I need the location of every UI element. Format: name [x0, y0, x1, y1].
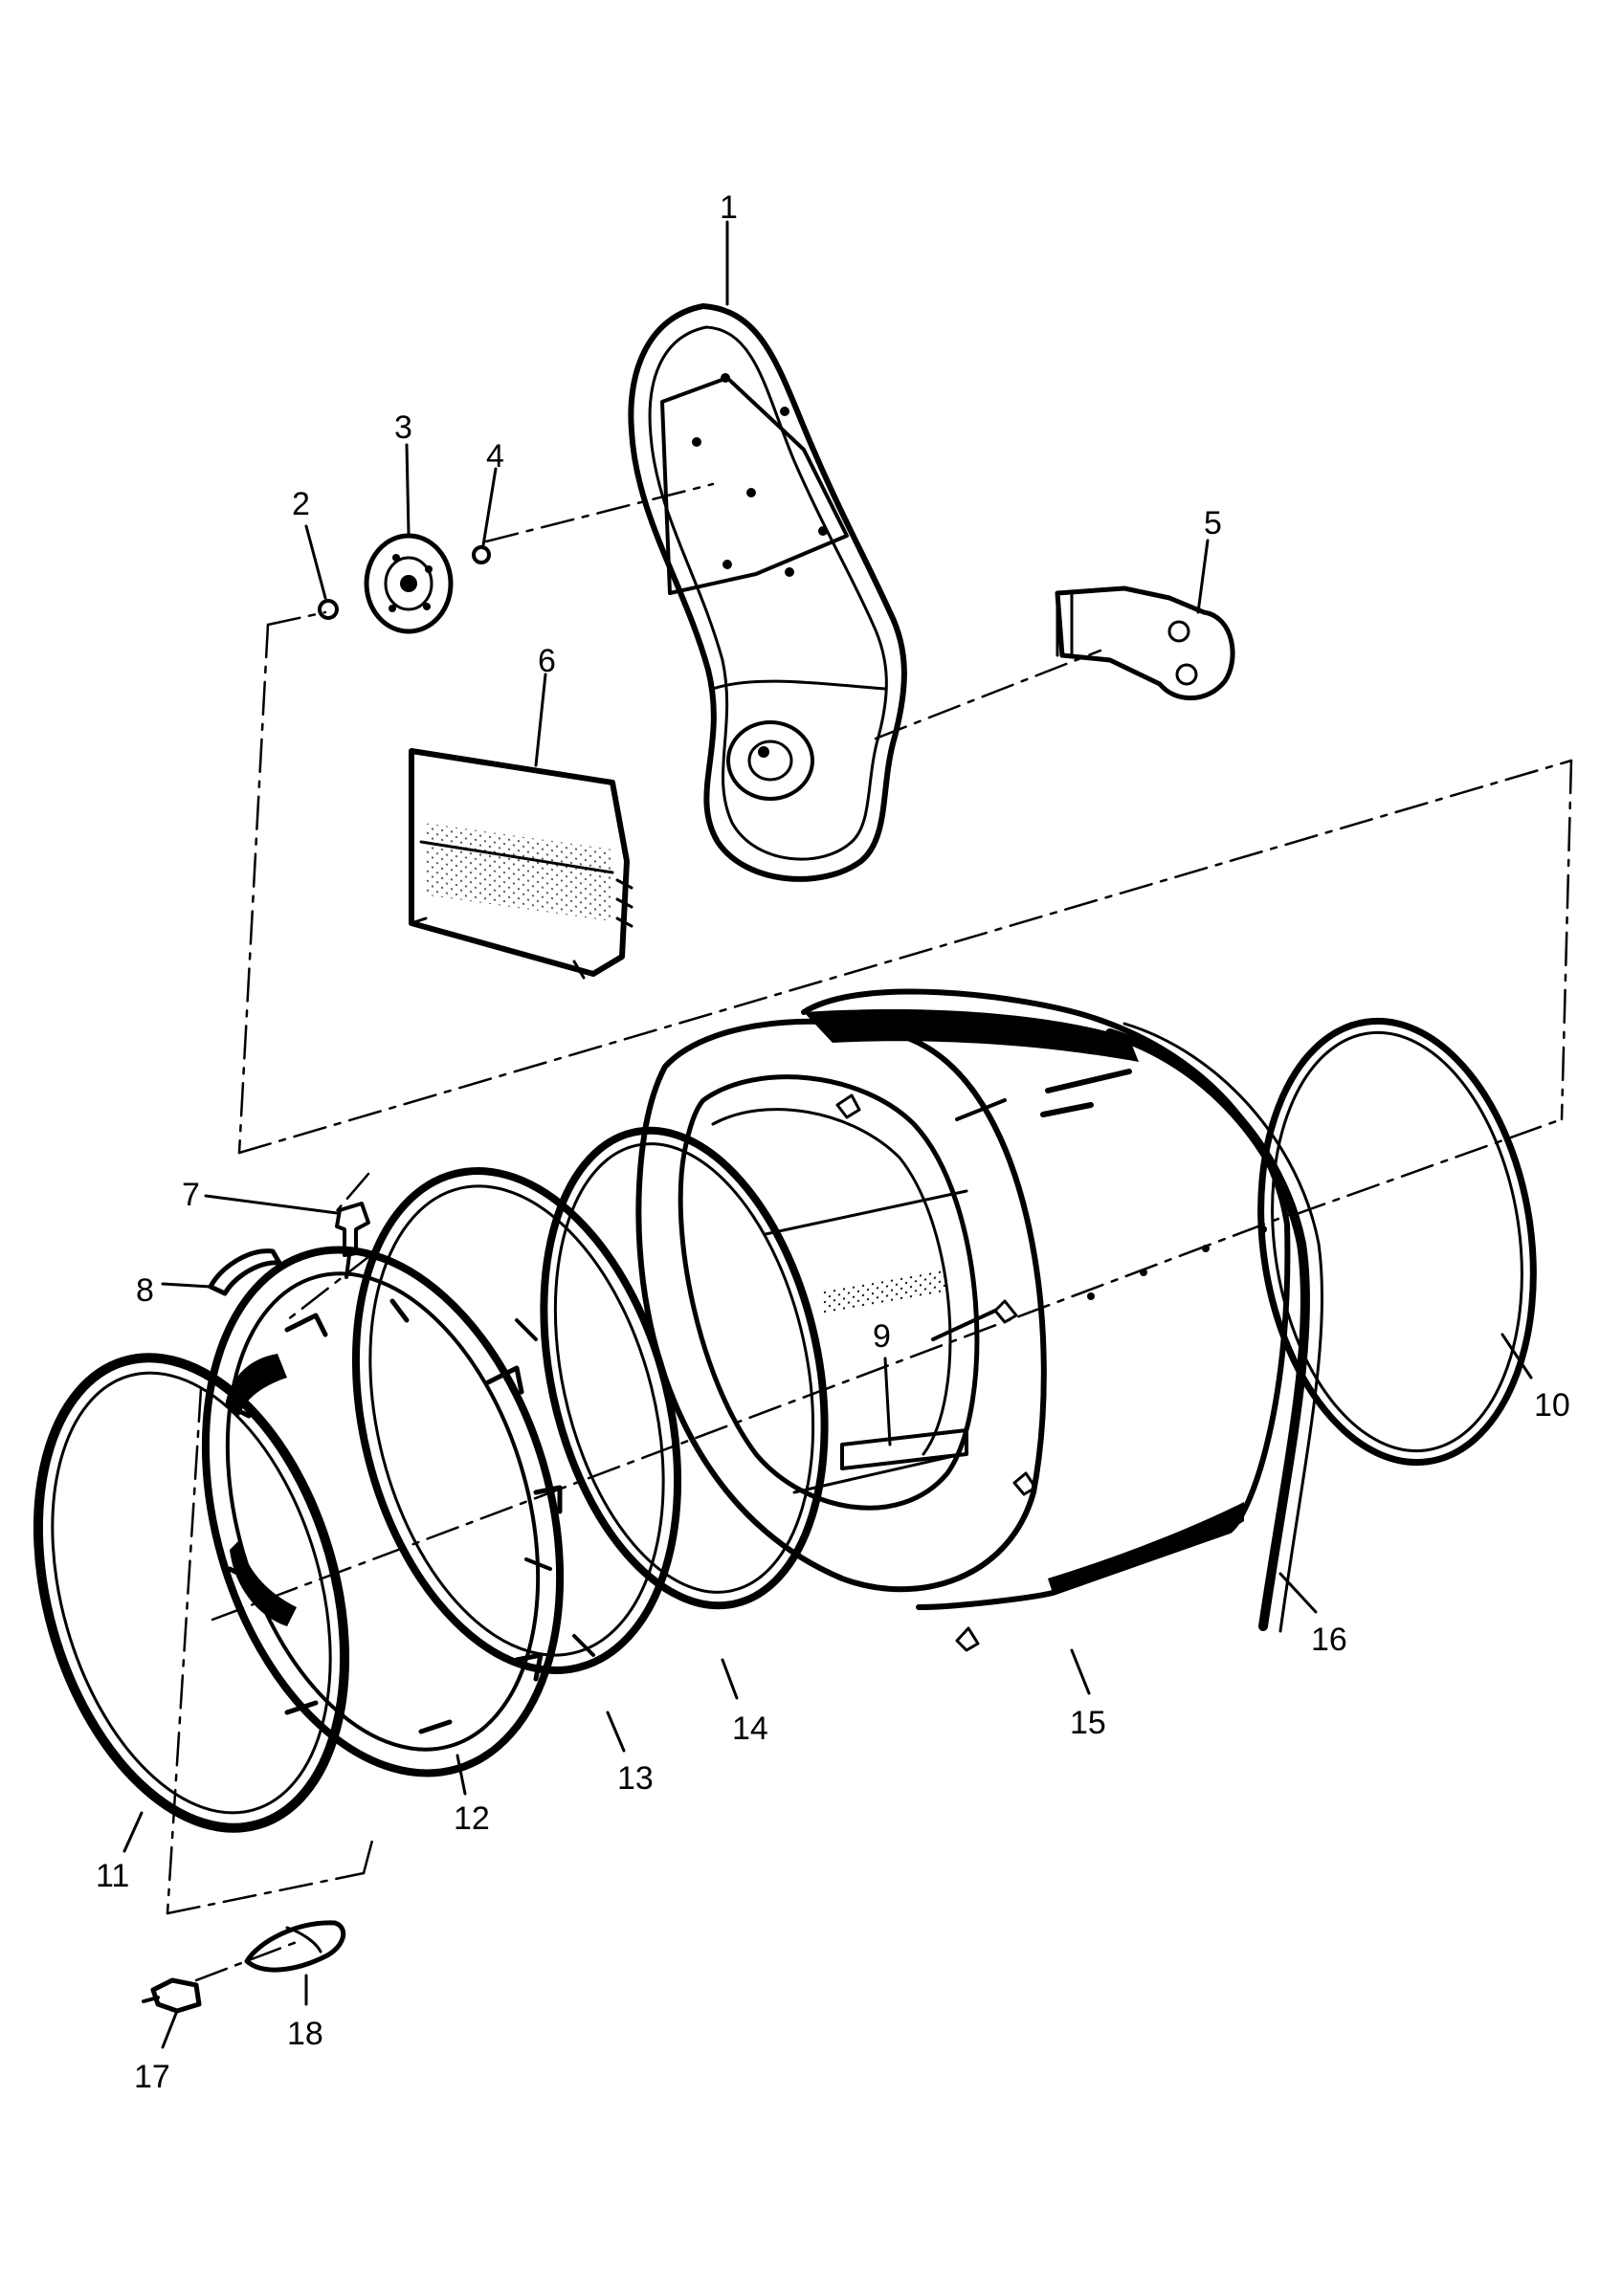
- callout-11: 11: [96, 1858, 129, 1894]
- filter-housing-part-6: [409, 673, 633, 980]
- drum-part-15: [635, 988, 1291, 1695]
- lamp-cover-part-18: [244, 1920, 346, 2006]
- door-frame-part-12: [201, 1246, 565, 1796]
- callout-13: 13: [617, 1760, 654, 1797]
- rear-bulkhead-plate: [628, 220, 907, 882]
- callout-14: 14: [732, 1711, 768, 1747]
- idler-bracket-part-5: [1055, 539, 1235, 701]
- rear-ring-part-10: [1257, 1017, 1537, 1467]
- callout-1: 1: [720, 189, 738, 226]
- callout-3: 3: [394, 409, 412, 446]
- door-strike-part-8: [161, 1248, 282, 1296]
- door-switch-part-7: [204, 1194, 370, 1279]
- callout-12: 12: [454, 1800, 490, 1837]
- callout-17: 17: [134, 2059, 170, 2095]
- front-seal-part-14: [540, 1126, 829, 1700]
- bearing-hub-part-3: [364, 443, 454, 634]
- callout-18: 18: [287, 2016, 323, 2052]
- lamp-socket-part-17: [142, 1977, 202, 2049]
- door-gasket-part-11: [33, 1353, 350, 1853]
- callout-10: 10: [1534, 1387, 1570, 1424]
- callout-4: 4: [486, 438, 504, 475]
- callout-7: 7: [182, 1177, 200, 1213]
- callout-labels: 1 2 3 4 5 6 7 8 9 10 11 12 13 14 15 16 1…: [96, 189, 1570, 2095]
- callout-5: 5: [1204, 505, 1222, 541]
- drum-seal-part-16: [1105, 1022, 1324, 1633]
- callout-15: 15: [1070, 1705, 1106, 1741]
- callout-2: 2: [292, 486, 310, 522]
- baffle-part-9: [840, 1357, 968, 1470]
- callout-6: 6: [538, 643, 556, 679]
- callout-8: 8: [136, 1272, 154, 1309]
- callout-9: 9: [873, 1318, 891, 1355]
- nut-part-4: [472, 467, 498, 564]
- assembly-lines: [166, 482, 1573, 1982]
- nut-part-2: [304, 524, 339, 620]
- callout-16: 16: [1311, 1622, 1347, 1658]
